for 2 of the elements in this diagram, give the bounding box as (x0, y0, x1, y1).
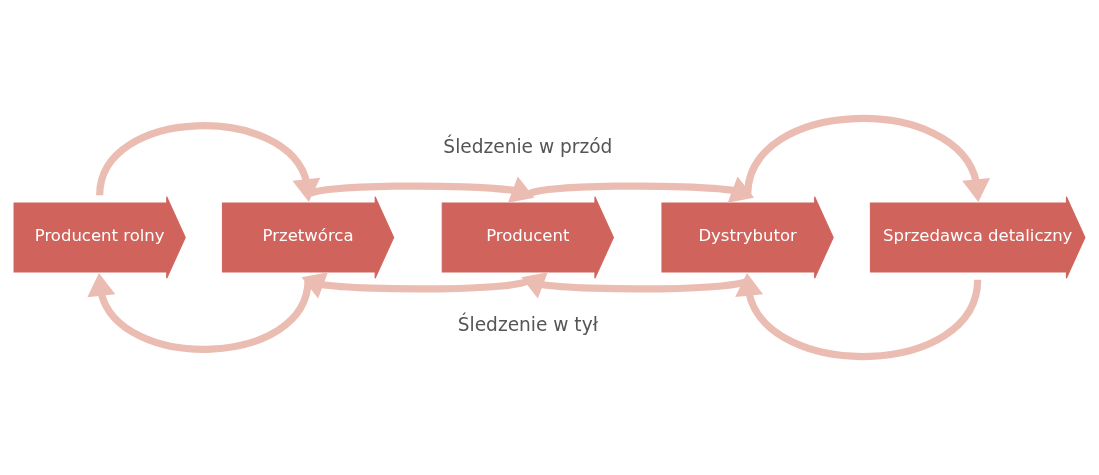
label: Śledzenie w przód (443, 136, 613, 158)
label: Śledzenie w tył (457, 313, 598, 335)
